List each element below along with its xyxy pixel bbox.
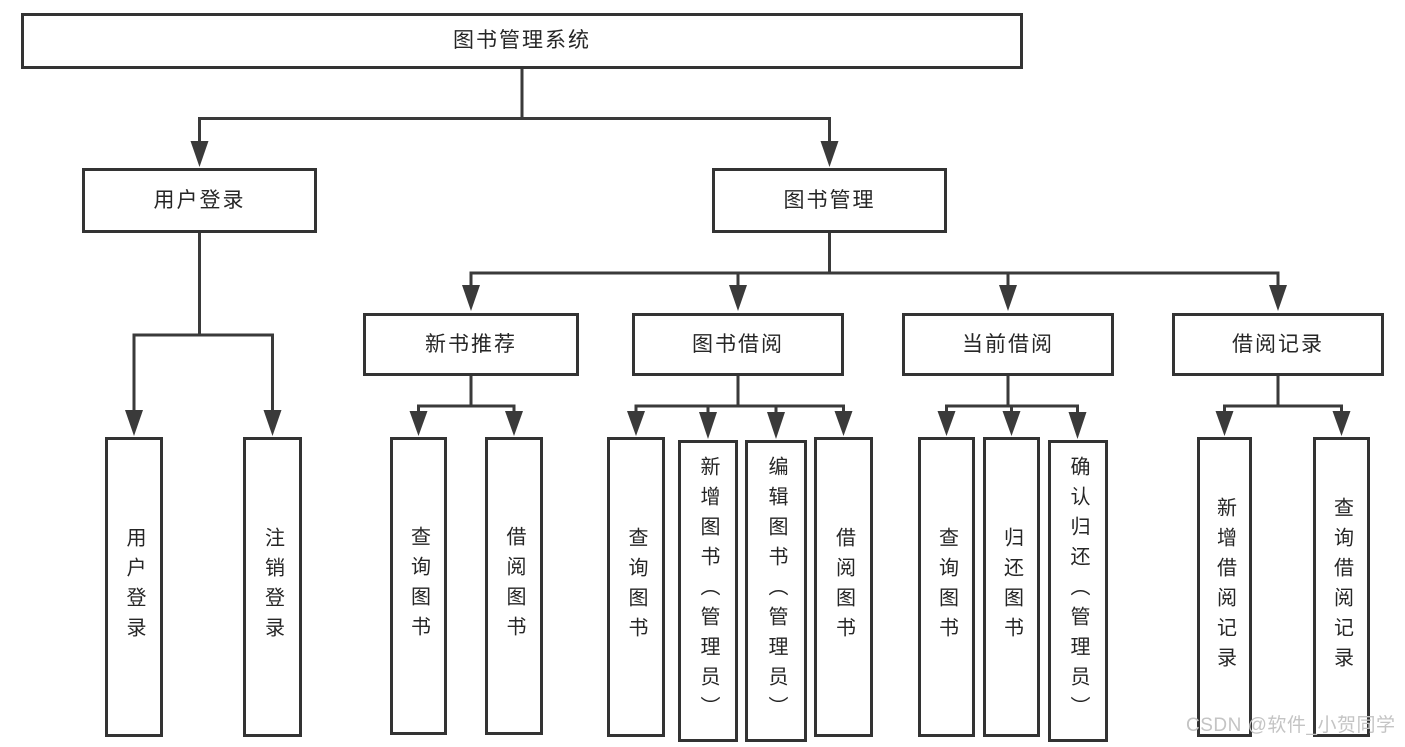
leaf-nb-query-book: 查询图书 xyxy=(390,437,447,735)
leaf-bb-edit-book: 编辑图书（管理员） xyxy=(745,440,807,742)
leaf-bb-add-book: 新增图书（管理员） xyxy=(678,440,738,742)
node-book-management: 图书管理 xyxy=(712,168,947,233)
leaf-logout: 注销登录 xyxy=(243,437,302,737)
leaf-cb-confirm-return: 确认归还（管理员） xyxy=(1048,440,1108,742)
leaf-bb-query-book: 查询图书 xyxy=(607,437,665,737)
leaf-user-login: 用户登录 xyxy=(105,437,163,737)
leaf-br-query-record: 查询借阅记录 xyxy=(1313,437,1370,737)
leaf-nb-borrow-book: 借阅图书 xyxy=(485,437,543,735)
leaf-br-add-record: 新增借阅记录 xyxy=(1197,437,1252,737)
node-user-login: 用户登录 xyxy=(82,168,317,233)
node-new-book-recommend: 新书推荐 xyxy=(363,313,579,376)
leaf-bb-borrow-book: 借阅图书 xyxy=(814,437,873,737)
watermark: CSDN @软件_小贺同学 xyxy=(1186,715,1396,736)
node-current-borrow: 当前借阅 xyxy=(902,313,1114,376)
leaf-cb-return-book: 归还图书 xyxy=(983,437,1040,737)
node-root: 图书管理系统 xyxy=(21,13,1023,69)
node-book-borrow: 图书借阅 xyxy=(632,313,844,376)
node-borrow-record: 借阅记录 xyxy=(1172,313,1384,376)
leaf-cb-query-book: 查询图书 xyxy=(918,437,975,737)
